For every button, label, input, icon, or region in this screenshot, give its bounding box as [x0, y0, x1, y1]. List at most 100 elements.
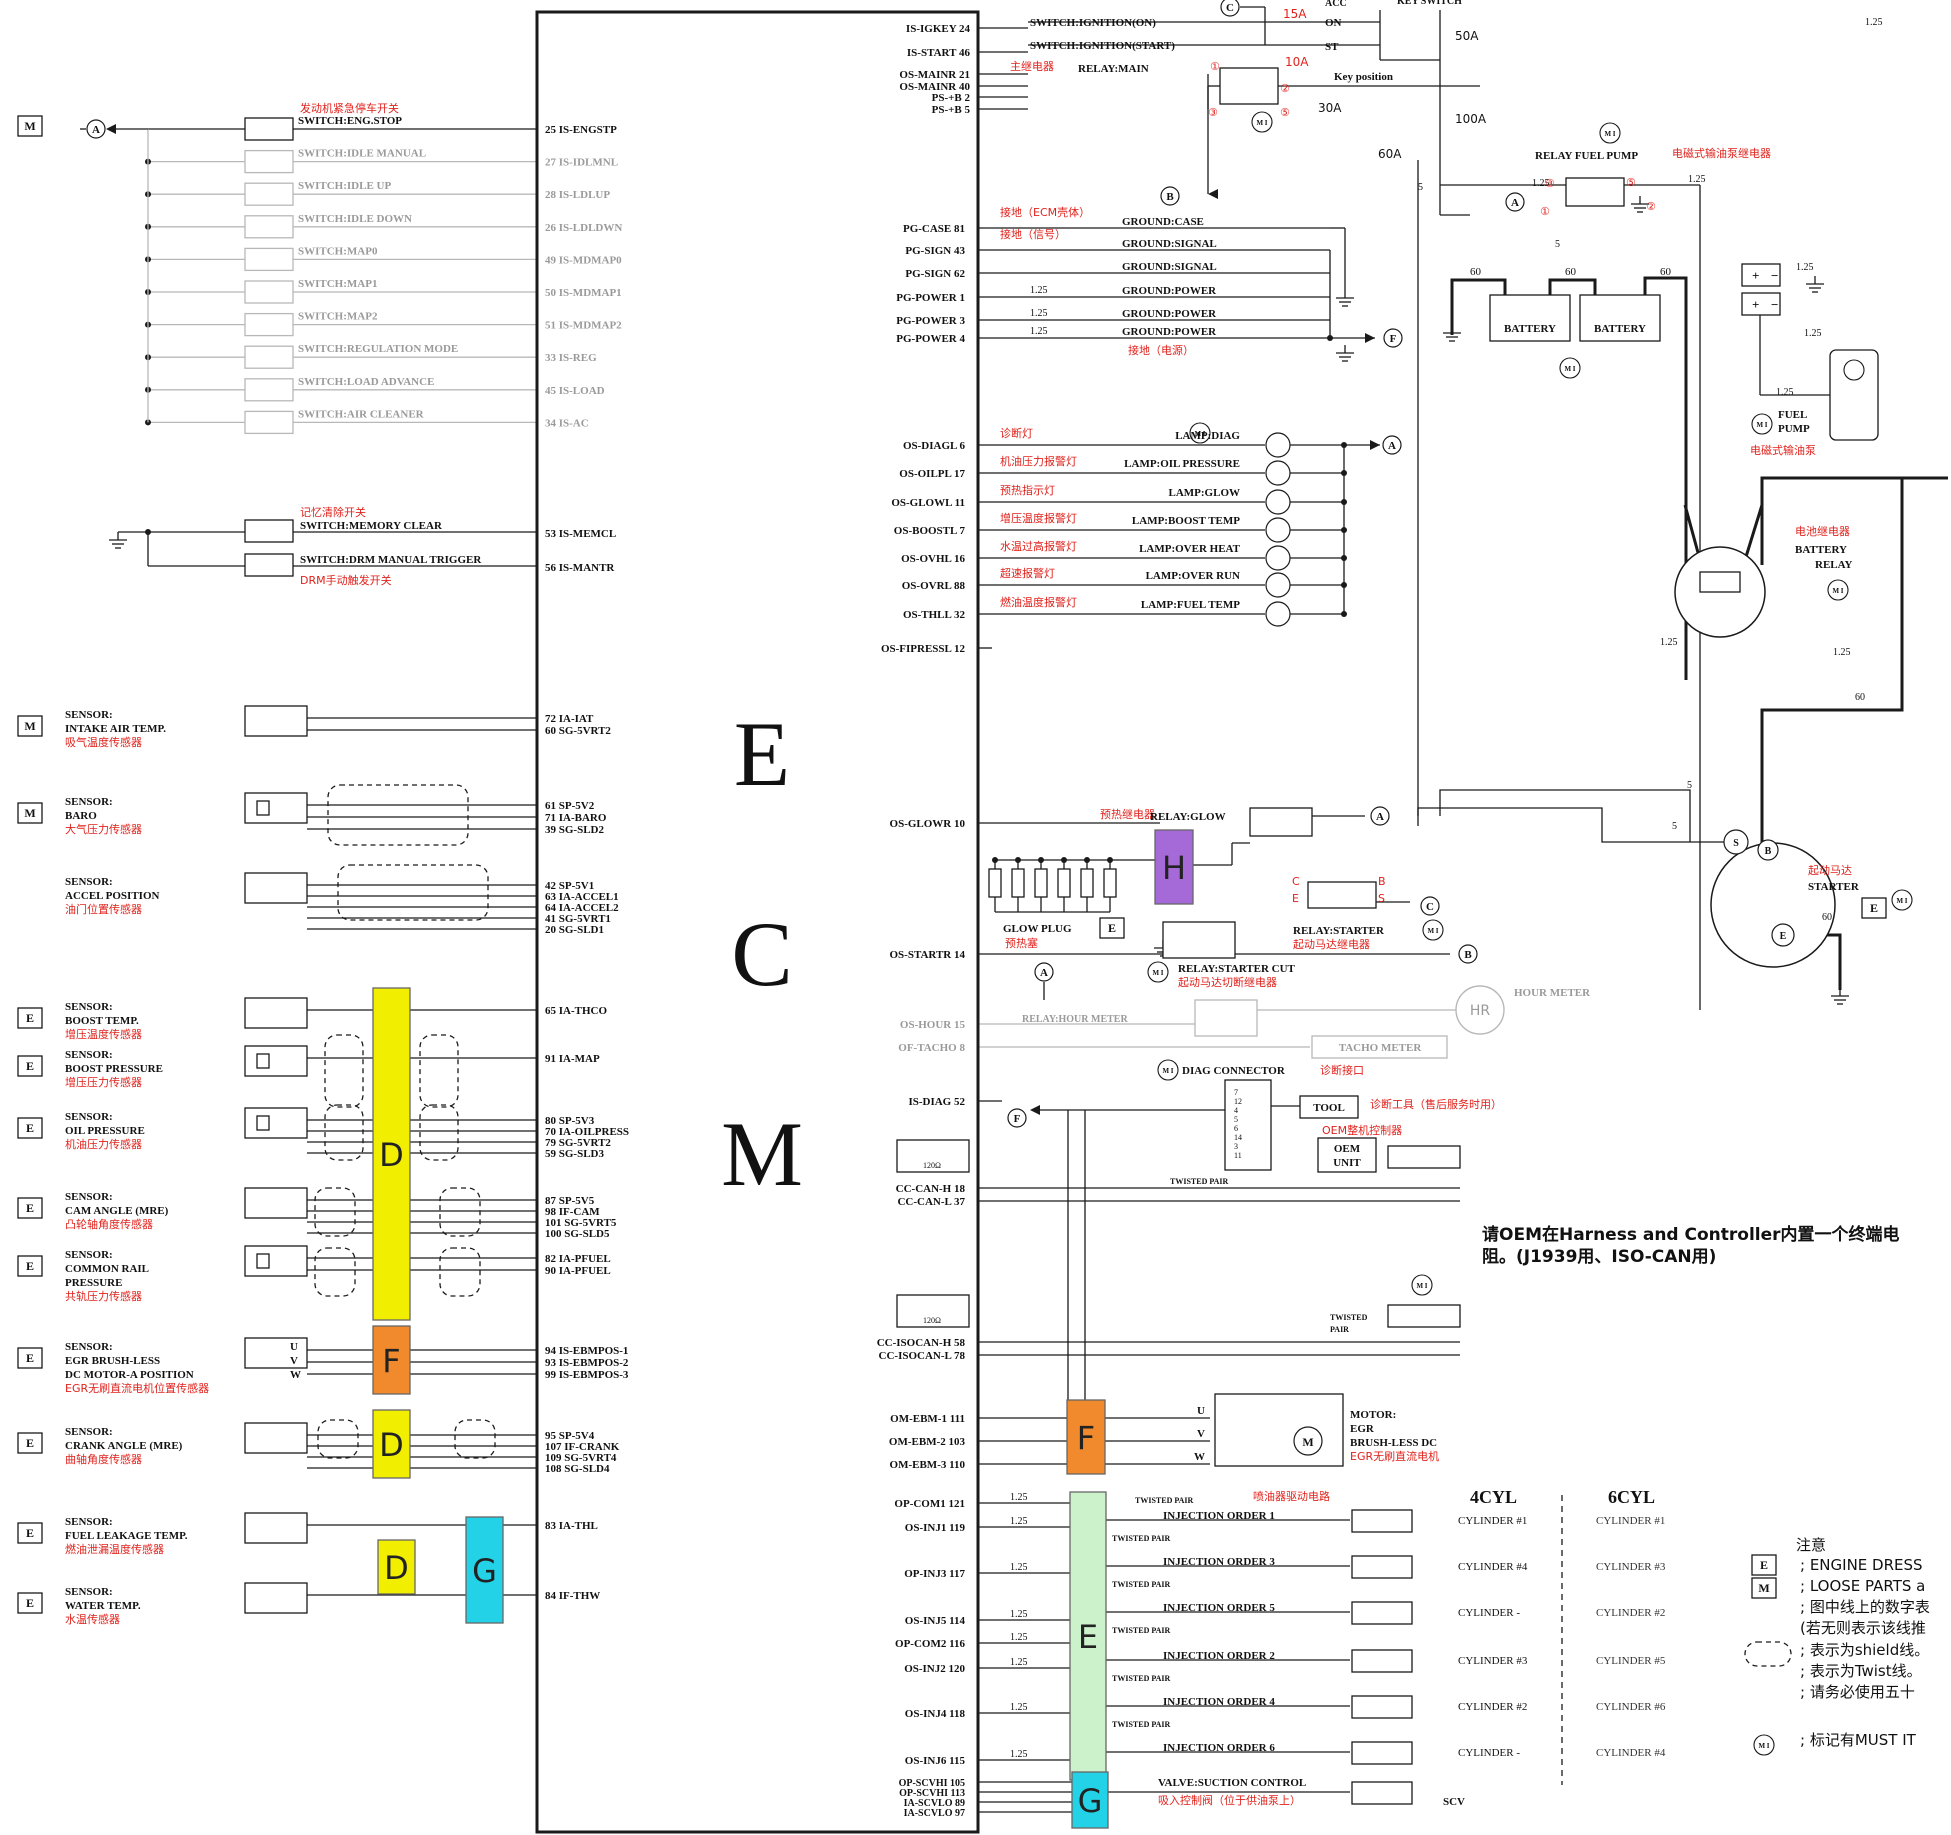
ground-cn-5: 接地（电源） — [1128, 343, 1194, 357]
sensor-label-6-1: CAM ANGLE (MRE) — [65, 1205, 169, 1217]
inj-pin-0: OP-COM1 121 — [894, 1498, 965, 1510]
shield-cam-1 — [314, 1187, 356, 1237]
block-f-right-letter: F — [1077, 1419, 1095, 1457]
ref-a-starter-letter: A — [1040, 967, 1048, 979]
inj-pin-1: OS-INJ1 119 — [905, 1522, 966, 1534]
starter-relay-c: C — [1292, 875, 1300, 888]
switch-label-1: SWITCH:IDLE MANUAL — [298, 148, 426, 160]
inj-row-6cyl-2: CYLINDER #2 — [1596, 1607, 1665, 1619]
sensor-tag-0-letter: M — [24, 719, 35, 733]
sensor-tag-10 — [17, 1522, 43, 1544]
lamp-pin-3: OS-BOOSTL 7 — [894, 525, 966, 537]
lamp-icon-4 — [1265, 545, 1291, 571]
inj-row-box-3 — [1351, 1649, 1413, 1673]
sensor-pin-5-2: 79 SG-5VRT2 — [545, 1137, 611, 1149]
main-relay-cn: 主继电器 — [1010, 60, 1054, 73]
inj-row-4cyl-0: CYLINDER #1 — [1458, 1515, 1527, 1527]
can-res-box-1 — [896, 1139, 970, 1173]
sensor-label-8-0: SENSOR: — [65, 1341, 113, 1353]
sensor-label-7-1: COMMON RAIL — [65, 1263, 149, 1275]
switch-pin-7: 33 IS-REG — [545, 352, 597, 364]
tacho-box — [1311, 1035, 1448, 1059]
lamp-label-4: LAMP:OVER HEAT — [1139, 543, 1241, 555]
battery-relay-lead-1 — [1683, 504, 1702, 561]
notes-shield-icon — [1744, 1641, 1792, 1667]
sensor-pin-5-1: 70 IA-OILPRESS — [545, 1126, 629, 1138]
starter-motor-label: STARTER — [1808, 881, 1860, 893]
fuel-relay-n1: ① — [1540, 205, 1550, 218]
egr-motor-m: M — [1302, 1435, 1313, 1449]
battery-label-1: BATTERY — [1504, 323, 1556, 335]
sensor-icon-4-body — [256, 1053, 270, 1069]
lamp-icon-5 — [1265, 572, 1291, 598]
starter-motor-icon — [1710, 842, 1836, 968]
ref-a-starter — [1034, 962, 1054, 982]
switch-pin-0: 25 IS-ENGSTP — [545, 124, 617, 136]
switch-icon-3 — [244, 215, 294, 239]
sensor-pin-1-0: 61 SP-5V2 — [545, 800, 595, 812]
inj-row-4cyl-2: CYLINDER - — [1458, 1607, 1520, 1619]
glow-plug-tag — [1099, 917, 1125, 939]
shield-boost-2 — [419, 1034, 459, 1108]
diag-connector-pin-7: 11 — [1234, 1151, 1242, 1160]
inj-twisted-4: TWISTED PAIR — [1112, 1720, 1171, 1729]
switch-pin-5: 50 IS-MDMAP1 — [545, 287, 622, 299]
sensor-pin-8-2: 99 IS-EBMPOS-3 — [545, 1369, 629, 1381]
starter-s-wire-2 — [1439, 789, 1691, 842]
lamp-pin-6: OS-THLL 32 — [903, 609, 966, 621]
ground-size-5: 1.25 — [1030, 326, 1048, 337]
starter-relay-b: B — [1378, 875, 1386, 888]
main-relay-box — [1219, 67, 1279, 105]
ground-label-5: GROUND:POWER — [1122, 326, 1217, 338]
iso-twisted-0: TWISTED — [1330, 1313, 1368, 1322]
sensor-tag-1-letter: M — [24, 806, 35, 820]
sensor-label-1-1: BARO — [65, 810, 97, 822]
sensor-label-11-1: WATER TEMP. — [65, 1600, 141, 1612]
egr-motor-label-0: MOTOR: — [1350, 1409, 1396, 1421]
battery-label-2: BATTERY — [1594, 323, 1646, 335]
main-relay-n3: ③ — [1208, 106, 1218, 119]
inj-row-4cyl-3: CYLINDER #3 — [1458, 1655, 1528, 1667]
lamp-cn-5: 超速报警灯 — [1000, 566, 1055, 580]
sensor-icon-11 — [244, 1582, 308, 1614]
notes-tag-m — [1751, 1577, 1777, 1599]
sensor-pin-9-1: 107 IF-CRANK — [545, 1441, 620, 1453]
inj-row-6cyl-3: CYLINDER #5 — [1596, 1655, 1666, 1667]
terminal-minus-1: − — [1771, 268, 1778, 283]
fuse-size-5: 5 — [1418, 182, 1423, 193]
lamp-label-6: LAMP:FUEL TEMP — [1141, 599, 1240, 611]
sensor-cn-1: 大气压力传感器 — [65, 822, 142, 836]
sensor-cn-10: 燃油泄漏温度传感器 — [65, 1542, 164, 1556]
inj-row-label-5: INJECTION ORDER 6 — [1163, 1742, 1275, 1754]
ecm-letter-M: M — [721, 1103, 803, 1205]
diag-connector-pin-3: 5 — [1234, 1115, 1238, 1124]
oem-note-1: 阻。(J1939用、ISO-CAN用) — [1482, 1247, 1716, 1267]
battery-relay-cn: 电池继电器 — [1795, 525, 1850, 538]
memory-pin-0: 53 IS-MEMCL — [545, 528, 616, 540]
starter-cut-cn: 起动马达切断继电器 — [1178, 975, 1277, 989]
inj-twisted-0: TWISTED PAIR — [1112, 1534, 1171, 1543]
sensor-icon-6 — [244, 1187, 308, 1219]
fuse-label-5: 60A — [1378, 147, 1402, 161]
battery-relay-size-1: 1.25 — [1660, 637, 1678, 648]
starter-b-terminal — [1757, 839, 1779, 861]
battery-box-1 — [1489, 294, 1571, 342]
inj-row-label-4: INJECTION ORDER 4 — [1163, 1696, 1275, 1708]
sensor-pin-1-2: 39 SG-SLD2 — [545, 824, 604, 836]
sensor-tag-5-letter: E — [26, 1121, 34, 1135]
mi-fuel-relay-text: M I — [1604, 130, 1615, 138]
sensor-icon-7 — [244, 1245, 308, 1277]
fuel-relay-box — [1565, 177, 1625, 207]
mi-fuel-pump-text: M I — [1756, 421, 1767, 429]
fuel-relay-label: RELAY FUEL PUMP — [1535, 150, 1638, 162]
fuse-label-3: 50A — [1455, 29, 1479, 43]
lamp-cn-1: 机油压力报警灯 — [1000, 454, 1077, 468]
sensor-tag-11-letter: E — [26, 1596, 34, 1610]
sensor-tag-9-letter: E — [26, 1436, 34, 1450]
shield-crank-2 — [454, 1419, 496, 1459]
sensor-pin-9-2: 109 SG-5VRT4 — [545, 1452, 617, 1464]
scv-pin-3: IA-SCVLO 97 — [904, 1808, 965, 1819]
starter-cut-label: RELAY:STARTER CUT — [1178, 963, 1296, 975]
power-pin-2: OS-MAINR 21 — [899, 69, 970, 81]
inj-row-6cyl-1: CYLINDER #3 — [1596, 1561, 1666, 1573]
